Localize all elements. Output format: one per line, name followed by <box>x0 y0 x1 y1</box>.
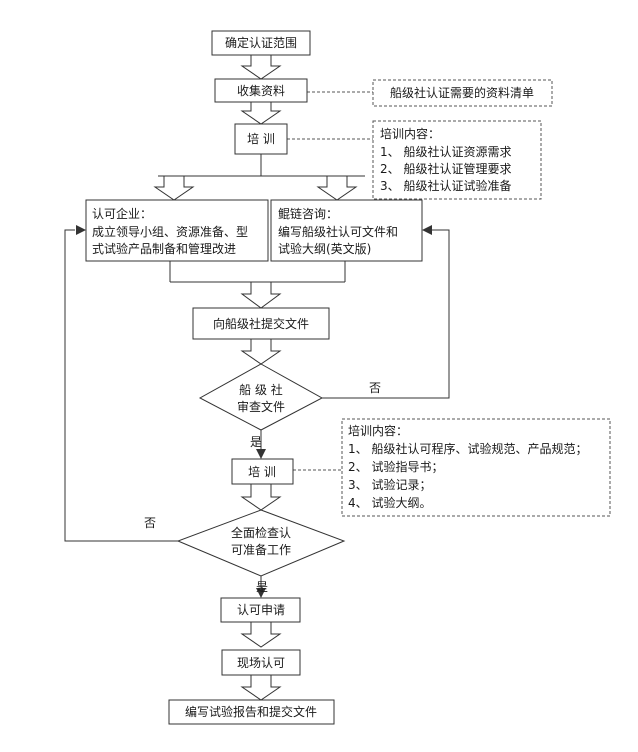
arrow-apply-to-onsite <box>240 621 282 648</box>
note-training2-line3: 2、 试验指导书； <box>348 459 443 474</box>
loop-check-no-head <box>76 225 86 235</box>
loop-review-no-head <box>422 225 432 235</box>
node-submit-label: 向船级社提交文件 <box>213 316 309 331</box>
node-onsite: 现场认可 <box>221 649 301 676</box>
node-final-label: 编写试验报告和提交文件 <box>185 704 317 719</box>
loop-review-no <box>322 229 450 399</box>
note-materials-text: 船级社认证需要的资料清单 <box>390 85 534 100</box>
node-review: 船 级 社 审查文件 <box>198 363 324 431</box>
node-submit: 向船级社提交文件 <box>192 307 330 340</box>
node-enterprise: 认可企业： 成立领导小组、资源准备、型 式试验产品制备和管理改进 <box>85 199 269 262</box>
arrow-training2-to-check <box>240 483 282 511</box>
node-training2-label: 培 训 <box>248 464 276 479</box>
node-confirm-scope: 确定认证范围 <box>211 30 311 56</box>
note-training1-line2: 1、 船级社认证资源需求 <box>380 144 511 159</box>
note-training2-line1: 培训内容： <box>348 423 408 438</box>
note-materials: 船级社认证需要的资料清单 <box>372 79 553 107</box>
arrow-split-to-consulting <box>316 175 358 201</box>
label-check-yes: 是 <box>256 580 268 594</box>
arrow-confirm-to-collect <box>240 54 282 80</box>
note-training1-line1: 培训内容： <box>380 126 440 141</box>
node-apply: 认可申请 <box>220 597 301 623</box>
note-training2-line4: 3、 试验记录； <box>348 477 431 492</box>
node-check-line2: 可准备工作 <box>231 543 291 557</box>
arrow-submit-to-review <box>240 338 282 365</box>
node-review-line1: 船 级 社 <box>239 382 283 397</box>
node-collect: 收集资料 <box>214 78 308 103</box>
arrow-merge-to-submit <box>240 281 282 309</box>
arrow-onsite-to-final <box>240 674 282 701</box>
node-enterprise-line2: 成立领导小组、资源准备、型 <box>92 224 248 239</box>
node-consulting-line3: 试验大纲(英文版) <box>278 241 371 256</box>
node-review-line2: 审查文件 <box>237 399 285 414</box>
note-training2-line2: 1、 船级社认可程序、试验规范、产品规范； <box>348 441 587 456</box>
node-onsite-label: 现场认可 <box>237 656 285 670</box>
node-enterprise-line1: 认可企业： <box>92 206 152 221</box>
loop-check-no <box>64 229 178 542</box>
note-training1-line3: 2、 船级社认证管理要求 <box>380 161 511 176</box>
node-confirm-scope-label: 确定认证范围 <box>225 35 297 50</box>
node-final: 编写试验报告和提交文件 <box>168 699 335 725</box>
node-consulting-line2: 编写船级社认可文件和 <box>278 224 398 239</box>
node-consulting: 鲲链咨询： 编写船级社认可文件和 试验大纲(英文版) <box>270 199 423 262</box>
arrow-split-to-enterprise <box>153 175 195 201</box>
node-apply-label: 认可申请 <box>237 603 285 617</box>
node-training1-label: 培 训 <box>247 131 275 146</box>
note-training2-line5: 4、 试验大纲。 <box>348 495 431 510</box>
node-consulting-line1: 鲲链咨询： <box>278 206 338 221</box>
arrow-collect-to-training1 <box>240 101 282 125</box>
node-training1: 培 训 <box>234 123 288 155</box>
note-training1: 培训内容： 1、 船级社认证资源需求 2、 船级社认证管理要求 3、 船级社认证… <box>372 120 542 200</box>
node-training2: 培 训 <box>231 458 294 485</box>
label-review-no: 否 <box>369 381 381 395</box>
node-enterprise-line3: 式试验产品制备和管理改进 <box>92 241 236 256</box>
label-check-no: 否 <box>144 516 156 530</box>
node-check-line1: 全面检查认 <box>231 525 291 540</box>
label-review-yes: 是 <box>250 435 262 449</box>
arrow-review-yes-head <box>256 449 266 459</box>
arrow-check-yes-head <box>256 588 266 598</box>
node-check: 全面检查认 可准备工作 <box>176 509 346 577</box>
note-training1-line4: 3、 船级社认证试验准备 <box>380 178 511 193</box>
note-training2: 培训内容： 1、 船级社认可程序、试验规范、产品规范； 2、 试验指导书； 3、… <box>341 418 611 517</box>
node-collect-label: 收集资料 <box>237 83 285 98</box>
